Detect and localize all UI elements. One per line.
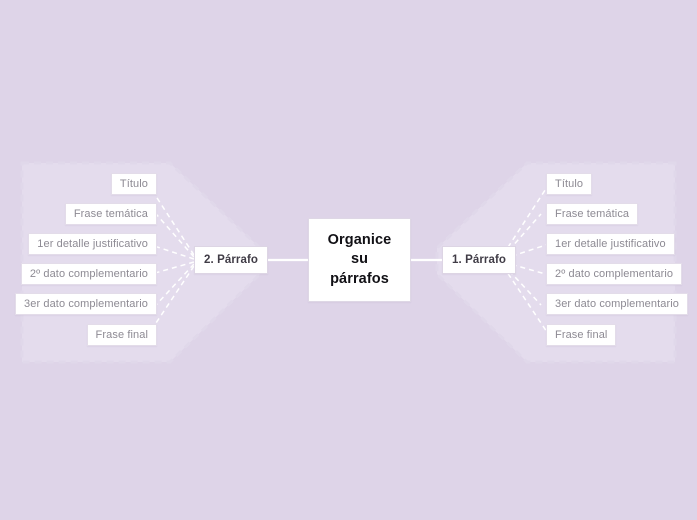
leaf-label: 3er dato complementario — [24, 297, 148, 310]
branch-node-2-label: 2. Párrafo — [204, 253, 259, 266]
leaf-label: 3er dato complementario — [555, 297, 679, 310]
leaf-label: Título — [555, 177, 584, 190]
leaf-node-left-2o-dato-complementario[interactable]: 2º dato complementario — [20, 263, 157, 285]
branch-node-1-label: 1. Párrafo — [452, 253, 507, 266]
leaf-label: 1er detalle justificativo — [555, 237, 666, 250]
leaf-node-left-1er-detalle-justificativo[interactable]: 1er detalle justificativo — [28, 233, 157, 255]
leaf-label: 2º dato complementario — [555, 267, 674, 280]
leaf-label: Título — [119, 177, 148, 190]
root-node[interactable]: Organice su párrafos — [308, 218, 411, 302]
leaf-node-right-1er-detalle-justificativo[interactable]: 1er detalle justificativo — [546, 233, 675, 255]
branch-node-1-parrafo[interactable]: 1. Párrafo — [442, 246, 517, 274]
root-line-1: Organice — [327, 232, 392, 249]
leaf-label: Frase temática — [555, 207, 630, 220]
leaf-node-left-frase-tematica[interactable]: Frase temática — [64, 203, 157, 225]
root-line-2: su — [350, 251, 369, 268]
leaf-node-left-titulo[interactable]: Título — [110, 173, 157, 195]
leaf-label: 1er detalle justificativo — [37, 237, 148, 250]
leaf-label: Frase final — [95, 328, 148, 341]
leaf-node-right-2o-dato-complementario[interactable]: 2º dato complementario — [546, 263, 683, 285]
leaf-node-left-frase-final[interactable]: Frase final — [86, 324, 157, 346]
leaf-node-right-frase-final[interactable]: Frase final — [546, 324, 617, 346]
branch-node-2-parrafo[interactable]: 2. Párrafo — [194, 246, 269, 274]
leaf-node-right-frase-tematica[interactable]: Frase temática — [546, 203, 639, 225]
leaf-node-left-3er-dato-complementario[interactable]: 3er dato complementario — [15, 293, 157, 315]
leaf-node-right-3er-dato-complementario[interactable]: 3er dato complementario — [546, 293, 688, 315]
leaf-label: Frase temática — [73, 207, 148, 220]
leaf-label: Frase final — [555, 328, 608, 341]
root-line-3: párrafos — [330, 270, 389, 287]
leaf-node-right-titulo[interactable]: Título — [546, 173, 593, 195]
leaf-label: 2º dato complementario — [29, 267, 148, 280]
